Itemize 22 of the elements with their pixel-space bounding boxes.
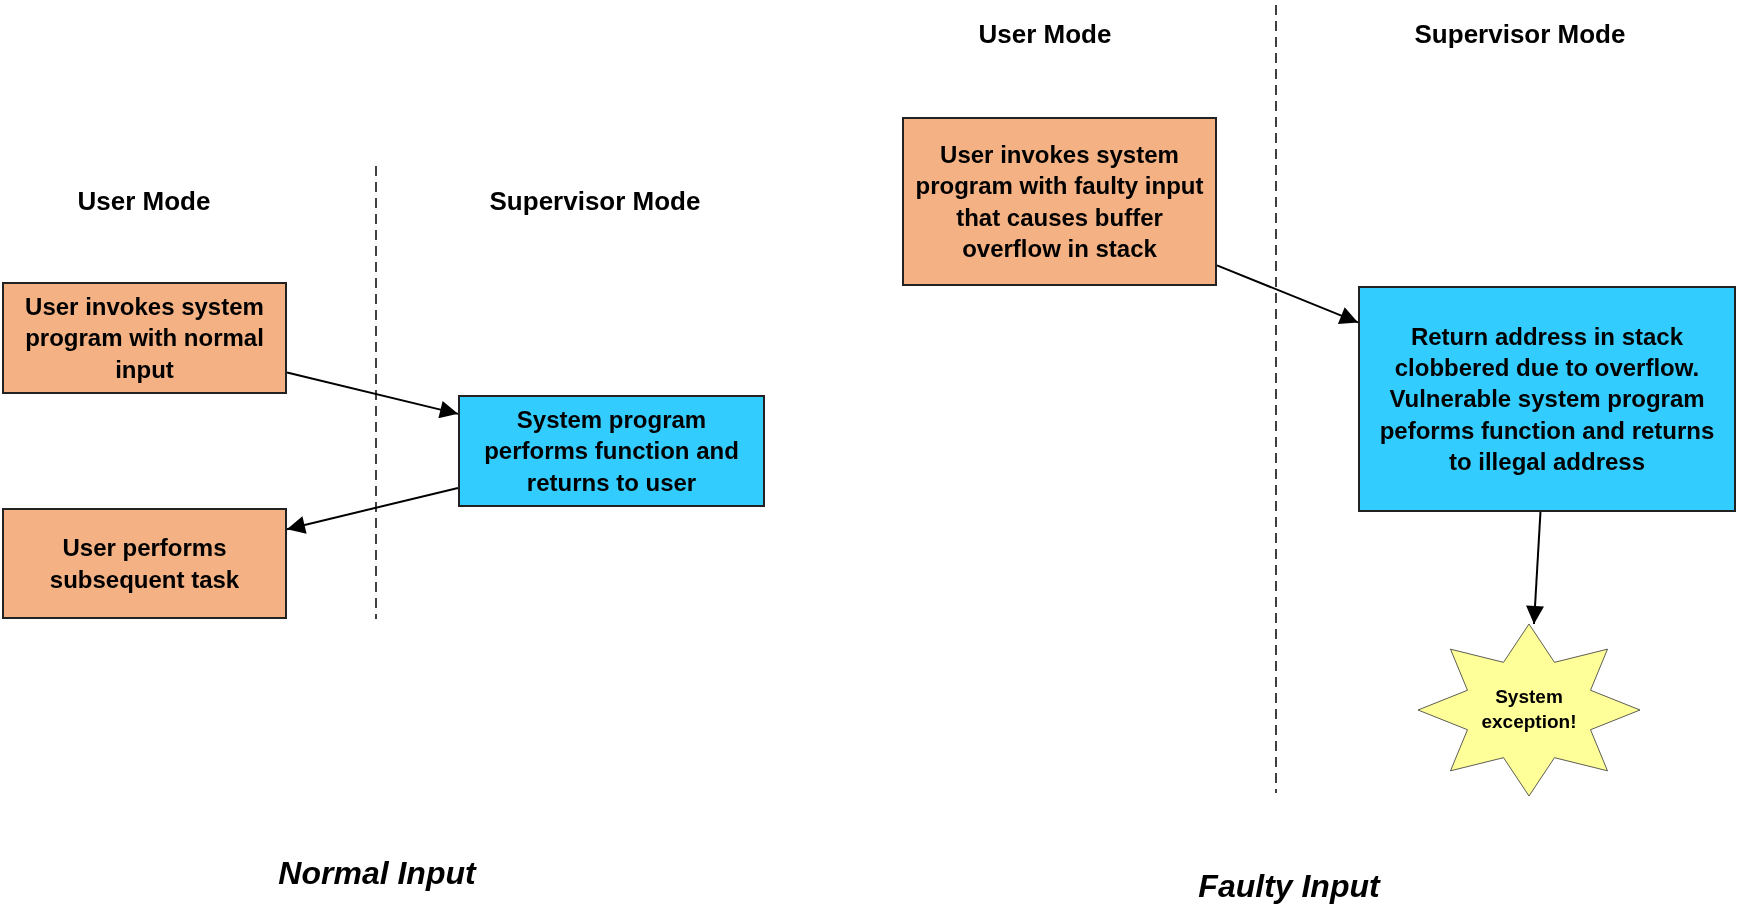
node-text: User performs subsequent task (48, 533, 241, 595)
node-text: System exception! (1480, 685, 1578, 734)
column-heading: User Mode (978, 18, 1112, 50)
node-text: User invokes system program with faulty input that causes buffer overflow in stack (914, 140, 1205, 264)
process-box (2, 508, 287, 619)
arrow (286, 487, 459, 534)
column-heading: Supervisor Mode (1414, 18, 1626, 50)
exception-star (1418, 624, 1640, 796)
process-box (1358, 286, 1736, 512)
node-text: Return address in stack clobbered due to overflow. Vulnerable system program peforms function and returns to illegal address (1378, 322, 1716, 477)
column-heading: Supervisor Mode (489, 185, 701, 217)
arrow (286, 371, 459, 419)
column-heading: User Mode (77, 185, 211, 217)
arrow (1216, 264, 1359, 324)
panel-caption: Normal Input (278, 854, 476, 892)
process-box (458, 395, 765, 507)
node-text: User invokes system program with normal input (24, 292, 265, 385)
node-text: System program performs function and returns to user (483, 405, 740, 498)
process-box (902, 117, 1217, 286)
process-box (2, 282, 287, 394)
arrow (1526, 511, 1544, 625)
panel-caption: Faulty Input (1198, 867, 1380, 905)
